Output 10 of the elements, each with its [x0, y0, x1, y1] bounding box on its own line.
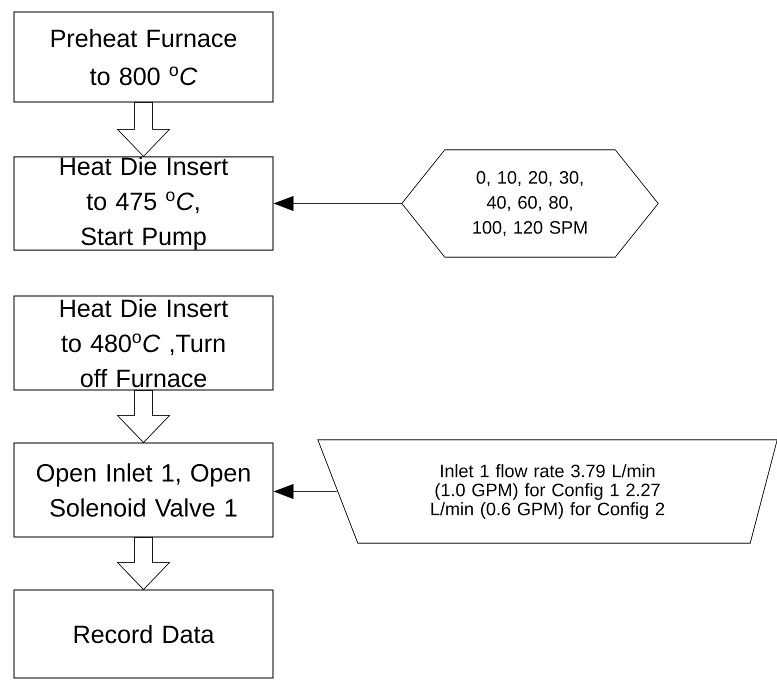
block-arrow — [116, 537, 170, 590]
input-trapezoid: Inlet 1 flow rate 3.79 L/min (1.0 GPM) for Config 1 2.27 L/min (0.6 GPM) for Config 2 — [317, 439, 777, 544]
block-arrow — [116, 102, 170, 157]
process-box: Preheat Furnace to 800 $^{o}$C — [14, 12, 274, 102]
process-box: Record Data — [14, 590, 274, 678]
process-box: Heat Die Insert to 480$^{o}$C ,Turn off Furnace — [14, 296, 274, 390]
input-hexagon: 0, 10, 20, 30, 40, 60, 80, 100, 120 SPM — [401, 149, 659, 258]
block-arrow — [116, 390, 170, 444]
process-box: Heat Die Insert to 475 $^{o}$C, Start Pump — [14, 156, 274, 251]
process-box: Open Inlet 1, Open Solenoid Valve 1 — [14, 442, 274, 538]
